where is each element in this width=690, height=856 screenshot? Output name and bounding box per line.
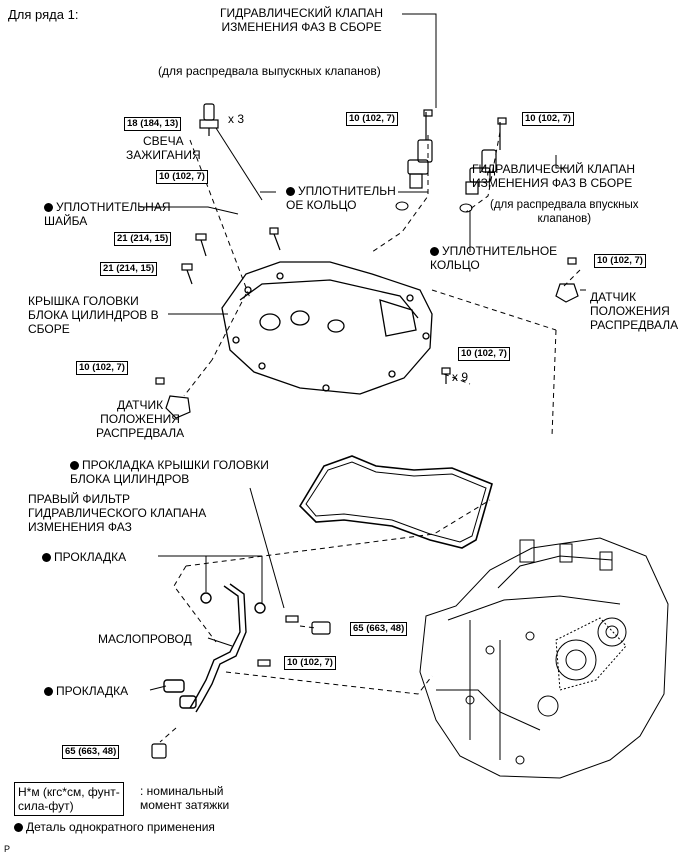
single-use-dot-icon [44, 203, 53, 212]
legend-unit-box: Н*м (кгс*см, фунт- сила-фут) [14, 782, 124, 816]
torque-sensor-left: 10 (102, 7) [76, 361, 128, 375]
torque-vvt-intake: 10 (102, 7) [522, 112, 574, 126]
single-use-dot-icon [42, 553, 51, 562]
label-oil-filter: ПРАВЫЙ ФИЛЬТР ГИДРАВЛИЧЕСКОГО КЛАПАНА ИЗ… [28, 492, 207, 534]
label-spark-plug: СВЕЧА ЗАЖИГАНИЯ [126, 134, 201, 162]
torque-cover-bolts: 10 (102, 7) [458, 347, 510, 361]
label-vvt-valve-exhaust: ГИДРАВЛИЧЕСКИЙ КЛАПАН ИЗМЕНЕНИЯ ФАЗ В СБ… [220, 6, 384, 34]
label-gasket-2: ПРОКЛАДКА [44, 684, 128, 698]
torque-bolt-b: 21 (214, 15) [100, 262, 158, 276]
legend-unit-description: : номинальный момент затяжки [140, 784, 230, 812]
torque-vvt-exhaust: 10 (102, 7) [346, 112, 398, 126]
leader-lines [140, 13, 586, 691]
torque-union-bolt: 65 (663, 48) [350, 622, 408, 636]
label-gasket-1: ПРОКЛАДКА [42, 550, 126, 564]
label-vvt-valve-intake: ГИДРАВЛИЧЕСКИЙ КЛАПАН ИЗМЕНЕНИЯ ФАЗ В СБ… [472, 162, 636, 190]
label-vvt-intake-note: (для распредвала впускных клапанов) [490, 199, 639, 225]
torque-spark-plug: 18 (184, 13) [124, 117, 182, 131]
label-head-cover: КРЫШКА ГОЛОВКИ БЛОКА ЦИЛИНДРОВ В СБОРЕ [28, 294, 159, 336]
legend-single-use: Деталь однократного применения [14, 820, 215, 834]
label-o-ring-2: УПЛОТНИТЕЛЬНОЕ КОЛЬЦО [430, 244, 558, 272]
label-vvt-exhaust-note: (для распредвала выпускных клапанов) [158, 64, 381, 78]
torque-bolt-a: 21 (214, 15) [114, 232, 172, 246]
head-cover-drawing [221, 261, 433, 395]
o-ring-2-drawing [459, 203, 473, 213]
single-use-dot-icon [70, 461, 79, 470]
vvt-valve-intake-drawing [465, 122, 501, 195]
vvt-valve-exhaust-drawing [407, 112, 433, 189]
label-spark-plug-qty: x 3 [228, 112, 245, 126]
page-title: Для ряда 1: [8, 7, 79, 22]
label-cam-sensor-left: ДАТЧИК ПОЛОЖЕНИЯ РАСПРЕДВАЛА [96, 398, 185, 440]
cover-gasket-drawing [298, 455, 493, 549]
label-cover-gasket: ПРОКЛАДКА КРЫШКИ ГОЛОВКИ БЛОКА ЦИЛИНДРОВ [70, 458, 269, 486]
spark-plug-drawing [199, 103, 219, 136]
label-washer: УПЛОТНИТЕЛЬНАЯ ШАЙБА [44, 200, 171, 228]
o-ring-1-drawing [395, 201, 409, 211]
engine-block-drawing [419, 537, 669, 779]
torque-pipe-bolt: 10 (102, 7) [284, 656, 336, 670]
oil-pipe-drawing [163, 583, 266, 713]
cam-sensor-drawings [165, 283, 579, 419]
single-use-dot-icon [286, 187, 295, 196]
bolts-drawing [151, 109, 577, 759]
torque-union-bolt-lower: 65 (663, 48) [62, 745, 120, 759]
single-use-dot-icon [14, 823, 23, 832]
label-oil-pipe: МАСЛОПРОВОД [98, 632, 192, 646]
single-use-dot-icon [44, 687, 53, 696]
torque-stud: 10 (102, 7) [156, 170, 208, 184]
footer-mark: P [4, 844, 11, 854]
label-cam-sensor-right: ДАТЧИК ПОЛОЖЕНИЯ РАСПРЕДВАЛА [590, 290, 679, 332]
single-use-dot-icon [430, 247, 439, 256]
label-o-ring-1: УПЛОТНИТЕЛЬН ОЕ КОЛЬЦО [286, 184, 396, 212]
torque-sensor-right: 10 (102, 7) [594, 254, 646, 268]
label-bolt-qty-9: x 9 [452, 370, 469, 384]
